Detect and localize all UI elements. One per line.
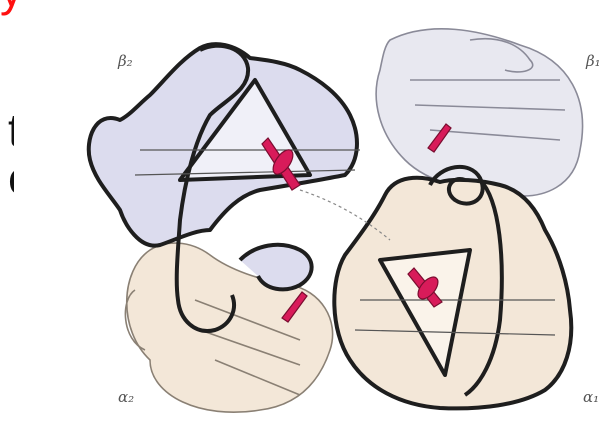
beta1-label: β₁	[585, 52, 601, 70]
alpha2-label: α₂	[118, 388, 134, 406]
alpha1-label: α₁	[583, 388, 599, 406]
hemoglobin-diagram: β₂ β₁ α₂ α₁	[14, 14, 613, 441]
beta2-label: β₂	[117, 52, 133, 70]
